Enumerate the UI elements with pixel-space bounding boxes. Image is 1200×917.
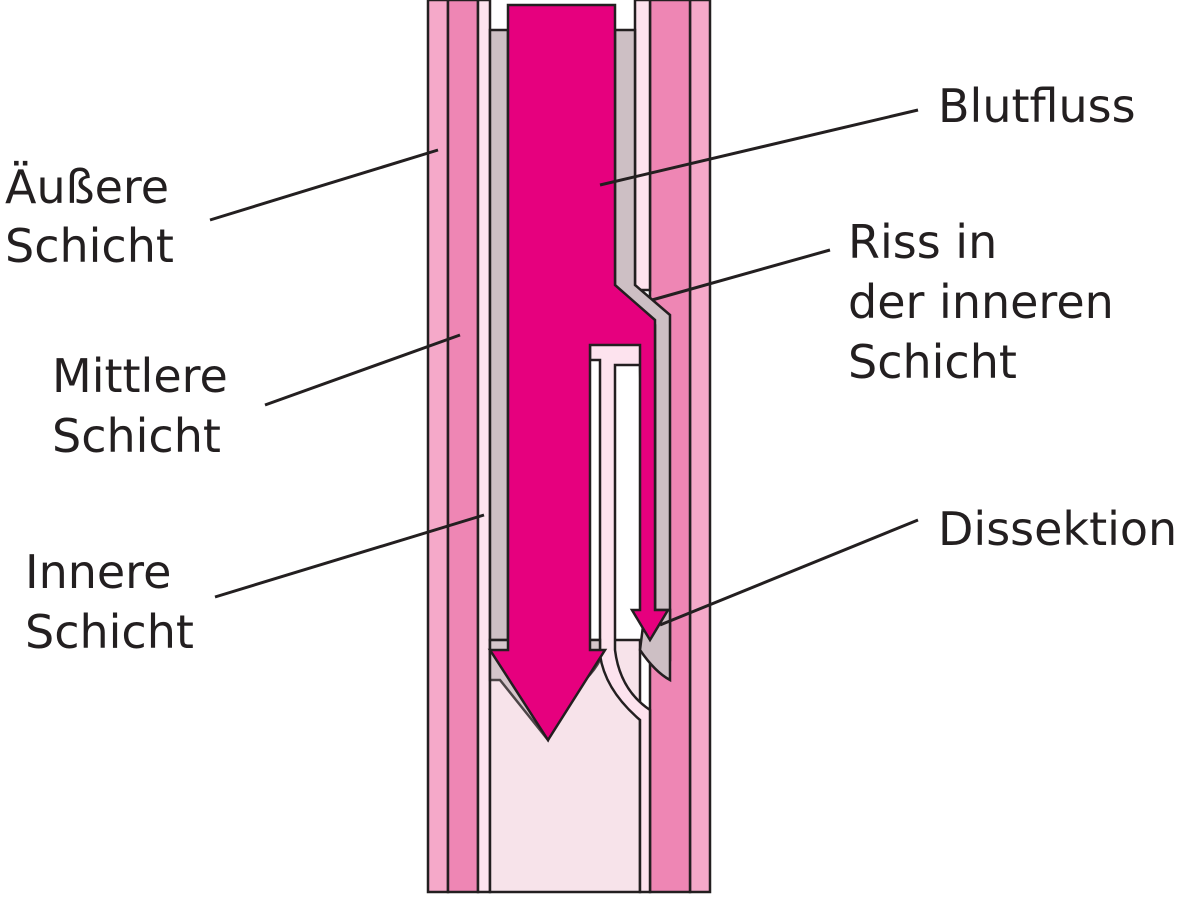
inner-layer-right-upper <box>633 0 652 292</box>
label-dissection: Dissektion <box>938 502 1177 556</box>
label-inner-layer-1: Innere <box>25 545 171 599</box>
label-middle-layer-1: Mittlere <box>52 349 228 403</box>
label-tear-1: Riss in <box>848 215 997 269</box>
vessel-left-wall <box>426 0 492 894</box>
label-outer-layer-1: Äußere <box>5 160 169 214</box>
label-inner-layer-2: Schicht <box>25 605 194 659</box>
leader-middle-layer <box>264 333 461 407</box>
leader-tear <box>651 248 831 302</box>
inner-layer-left <box>476 0 492 894</box>
leader-outer-layer <box>209 148 439 222</box>
label-middle-layer-2: Schicht <box>52 409 221 463</box>
label-tear-3: Schicht <box>848 335 1017 389</box>
label-outer-layer-2: Schicht <box>5 219 174 273</box>
blood-flow-arrow <box>487 3 671 743</box>
leader-dissection <box>659 518 919 627</box>
lumen-wall-stipple <box>488 28 510 642</box>
label-tear-2: der inneren <box>848 275 1114 329</box>
outer-layer-right <box>688 0 712 894</box>
middle-layer-left <box>446 0 480 894</box>
label-blood-flow: Blutfluss <box>938 79 1136 133</box>
leader-blood-flow <box>599 108 919 187</box>
leader-inner-layer <box>214 513 485 599</box>
outer-layer-left <box>426 0 450 894</box>
